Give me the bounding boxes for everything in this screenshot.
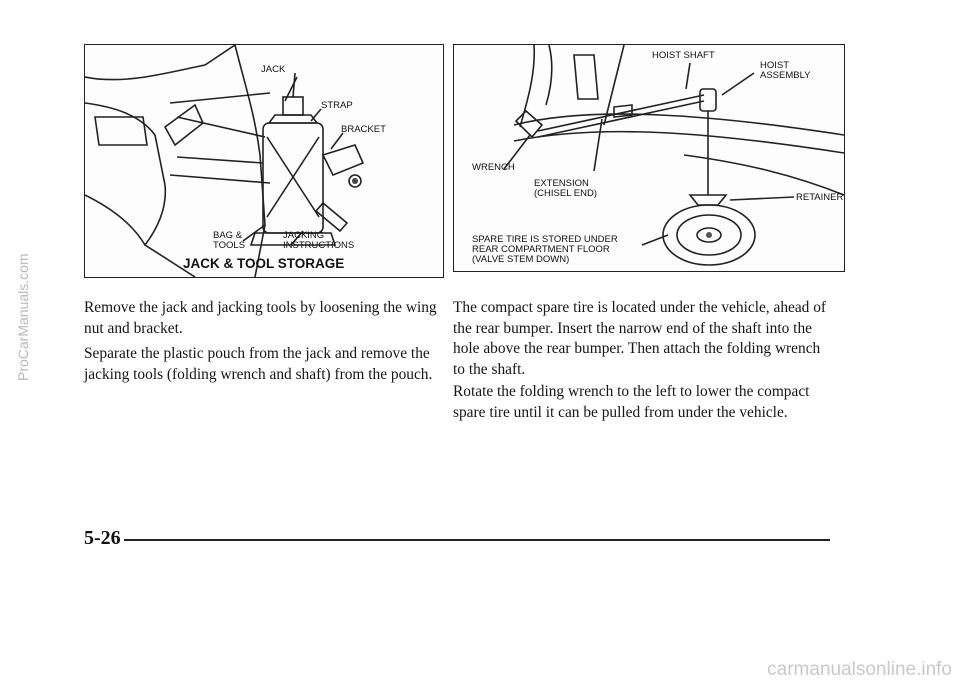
left-paragraph-1: Remove the jack and jacking tools by loo…: [84, 299, 437, 337]
spare-tire-hoist-illustration: [503, 45, 844, 266]
right-paragraph-1: The compact spare tire is located under …: [453, 299, 827, 378]
label-spare-tire: SPARE TIRE IS STORED UNDER REAR COMPARTM…: [472, 234, 618, 265]
label-extension: EXTENSION (CHISEL END): [534, 178, 597, 199]
figure-caption: JACK & TOOL STORAGE: [183, 256, 345, 271]
label-hoist-shaft: HOIST SHAFT: [652, 50, 715, 61]
label-wrench: WRENCH: [472, 162, 515, 173]
label-bracket: BRACKET: [341, 124, 386, 135]
right-paragraph-2: Rotate the folding wrench to the left to…: [453, 383, 810, 421]
side-watermark: ProCarManuals.com: [15, 253, 31, 381]
label-jacking-instructions: JACKING INSTRUCTIONS: [283, 230, 355, 251]
spare-tire-hoist-figure: HOIST SHAFT HOIST ASSEMBLY WRENCH EXTENS…: [453, 44, 845, 272]
label-retainer: RETAINER: [796, 192, 844, 203]
footer-rule: [124, 539, 830, 541]
label-bag-tools: BAG & TOOLS: [213, 230, 246, 251]
jack-storage-illustration: [85, 45, 365, 277]
jack-tool-storage-figure: JACK STRAP BRACKET BAG & TOOLS JACKING I…: [84, 44, 444, 278]
bottom-watermark: carmanualsonline.info: [767, 659, 952, 680]
label-hoist-assembly: HOIST ASSEMBLY: [760, 60, 811, 81]
label-strap: STRAP: [321, 100, 353, 111]
left-paragraph-2: Separate the plastic pouch from the jack…: [84, 345, 433, 383]
page-number: 5-26: [84, 527, 121, 549]
label-jack: JACK: [261, 64, 286, 75]
